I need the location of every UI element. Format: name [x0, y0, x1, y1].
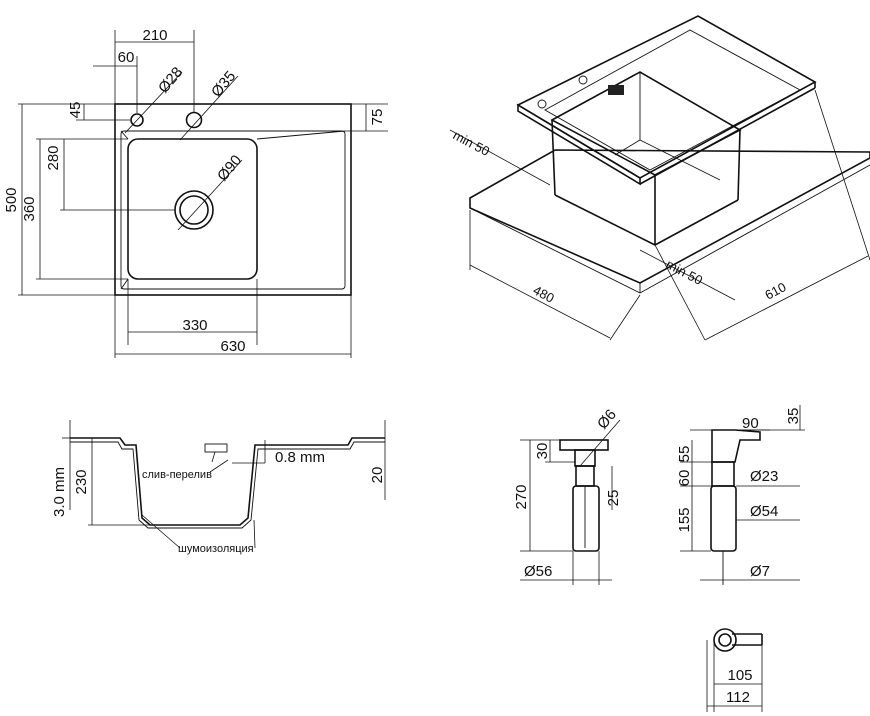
overflow-logo [608, 85, 624, 95]
dispenser-top-outer [713, 628, 737, 652]
dim-height-inner: 360 [21, 196, 38, 221]
dim-thickness: 3.0 mm [51, 467, 68, 517]
dispenser-spout [711, 429, 761, 463]
dispenser-bottle [572, 485, 600, 552]
dim-width-bowl: 330 [182, 317, 207, 334]
dim-spout-reach: 90 [742, 415, 759, 432]
iso-bowl-opening [550, 71, 742, 176]
dim-drain: Ø90 [214, 152, 245, 185]
overflow-label: слив-перелив [142, 469, 212, 481]
dim-holes-offset: 210 [142, 27, 167, 44]
dim-hole1-offset: 60 [118, 49, 135, 66]
dispenser-top-inner [718, 633, 732, 647]
dim-height-total: 500 [3, 187, 20, 212]
overflow-slot [204, 443, 228, 453]
dim-dispenser-head: 30 [534, 443, 551, 460]
dispenser-thread [575, 465, 595, 487]
dim-top-inner: 105 [727, 667, 752, 684]
dim-hole-vertical: 45 [67, 102, 84, 119]
sink-top-view: 210 60 Ø28 Ø35 Ø90 500 360 280 45 75 3 [3, 27, 388, 358]
tap-hole-small [130, 113, 144, 127]
bowl-corner-line [256, 130, 346, 140]
dim-dispenser-total: 270 [513, 484, 530, 509]
sink-section-view: слив-перелив 0.8 mm 3.0 mm 230 20 шумоиз… [51, 420, 386, 555]
dim-spout-height: 35 [785, 408, 802, 425]
dim-rim: 75 [369, 109, 386, 126]
tap-hole-large [185, 111, 203, 129]
dispenser-top-view: 105 112 [706, 628, 763, 712]
dim-width-total: 630 [220, 338, 245, 355]
sink-top-edge [517, 103, 641, 186]
dim-neck: 55 [676, 446, 693, 463]
dim-bowl-height: 280 [45, 145, 62, 170]
dispenser-front-view: 270 30 Ø6 25 Ø56 [513, 406, 622, 585]
dim-hole-small: Ø28 [155, 64, 186, 97]
iso-tap-hole [578, 75, 588, 85]
dim-min-left: min 50 [451, 127, 493, 159]
dim-section-depth: 230 [73, 469, 90, 494]
dim-hole-large: Ø35 [208, 68, 239, 101]
insulation-label: шумоизоляция [178, 543, 254, 555]
dim-tube: 155 [676, 507, 693, 532]
dispenser-side-view: 90 35 55 60 155 Ø23 Ø54 Ø7 [676, 405, 805, 585]
dim-tube-dia: Ø7 [750, 563, 770, 580]
dim-bottle-front: Ø56 [524, 563, 552, 580]
dim-pipe-dia: Ø6 [594, 406, 620, 432]
dim-side-bottle: Ø54 [750, 503, 778, 520]
bowl-corner-line [120, 130, 129, 140]
section-profile [70, 437, 385, 526]
dim-collar-dia: Ø23 [750, 468, 778, 485]
section-inner [70, 441, 385, 529]
dim-dispenser-thread: 25 [605, 490, 622, 507]
dispenser-side-bottle [710, 485, 737, 552]
dim-iso-depth: 480 [531, 282, 557, 305]
drain-inner [179, 195, 209, 225]
dim-flange: 20 [369, 467, 386, 484]
bowl-corner-line [120, 278, 129, 290]
sink-rim [544, 29, 801, 171]
dim-body: 60 [676, 470, 693, 487]
dispenser-side-collar [711, 461, 735, 487]
sink-iso-view: min 50 min 50 480 610 [449, 15, 870, 341]
dim-sheet: 0.8 mm [275, 449, 325, 466]
iso-tap-hole [537, 99, 547, 109]
dim-top-outer: 112 [726, 689, 750, 706]
bowl-outline [127, 138, 258, 280]
sink-outline [114, 103, 352, 296]
dim-min-right: min 50 [664, 256, 706, 288]
